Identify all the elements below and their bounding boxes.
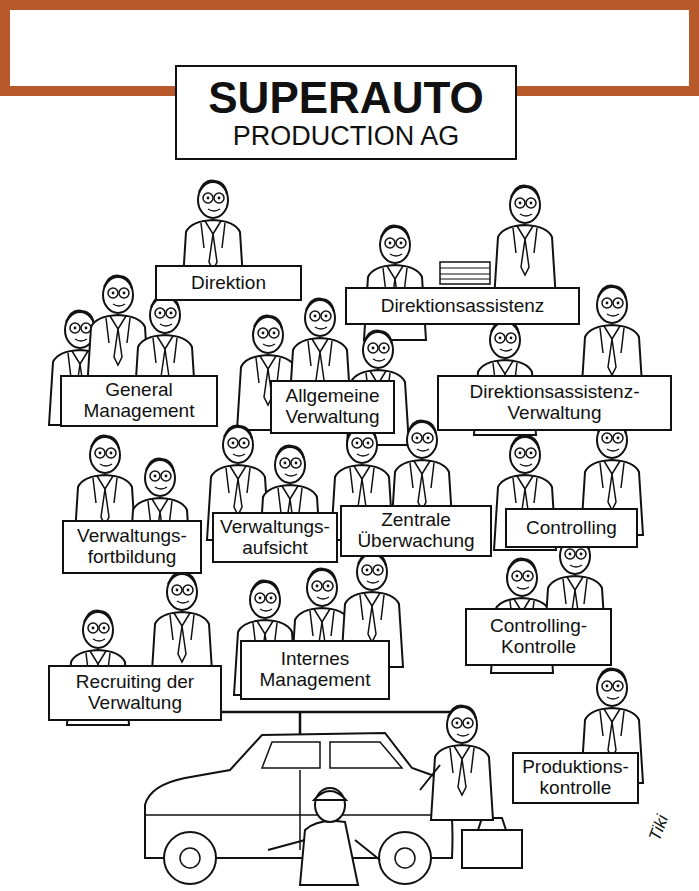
sign-text: Controlling- Kontrolle [473,616,604,657]
sign-text: Direktion [191,273,266,294]
department-sign: Direktion [155,265,302,301]
sign-text: Verwaltungs- fortbildung [70,526,194,567]
subtitle-text: PRODUCTION AG [233,122,460,151]
paper-lines [440,268,490,279]
header-band [0,0,699,10]
department-sign: Allgemeine Verwaltung [270,380,395,434]
department-sign: Recruiting der Verwaltung [48,665,222,721]
sign-text: Allgemeine Verwaltung [278,386,387,427]
sign-text: Controlling [526,518,617,539]
car-drawing [145,733,453,884]
department-sign: Verwaltungs- aufsicht [212,512,338,563]
department-sign: Internes Management [240,640,390,700]
paper-stack [440,262,490,284]
department-sign: Controlling [505,508,638,548]
department-sign: Produktions- kontrolle [512,752,639,804]
mechanic-figure [268,788,380,885]
department-sign: Direktionsassistenz- Verwaltung [437,375,672,431]
title-text: SUPERAUTO [208,74,483,122]
sign-text: Direktionsassistenz [381,296,545,317]
department-sign: Verwaltungs- fortbildung [62,520,202,574]
title-box: SUPERAUTOPRODUCTION AG [175,65,517,160]
artist-signature: Tiki [645,812,673,844]
sign-text: Zentrale Überwachung [348,510,484,551]
inspector-figure [431,705,493,820]
sign-pole [299,712,302,735]
department-sign: Direktionsassistenz [345,287,580,325]
toolbox [462,818,522,868]
sign-text: Internes Management [248,649,382,690]
department-sign: Controlling- Kontrolle [465,608,612,666]
sign-text: Verwaltungs- aufsicht [220,517,330,558]
sign-text: Recruiting der Verwaltung [56,672,214,713]
department-sign: General Management [60,375,218,427]
assistant-figure [494,185,556,300]
sign-text: Direktionsassistenz- Verwaltung [445,382,664,423]
sign-text: General Management [68,380,210,421]
department-sign: Zentrale Überwachung [340,505,492,557]
pointing-arm [420,765,440,790]
sign-pole [222,711,458,714]
sign-text: Produktions- kontrolle [520,757,631,798]
